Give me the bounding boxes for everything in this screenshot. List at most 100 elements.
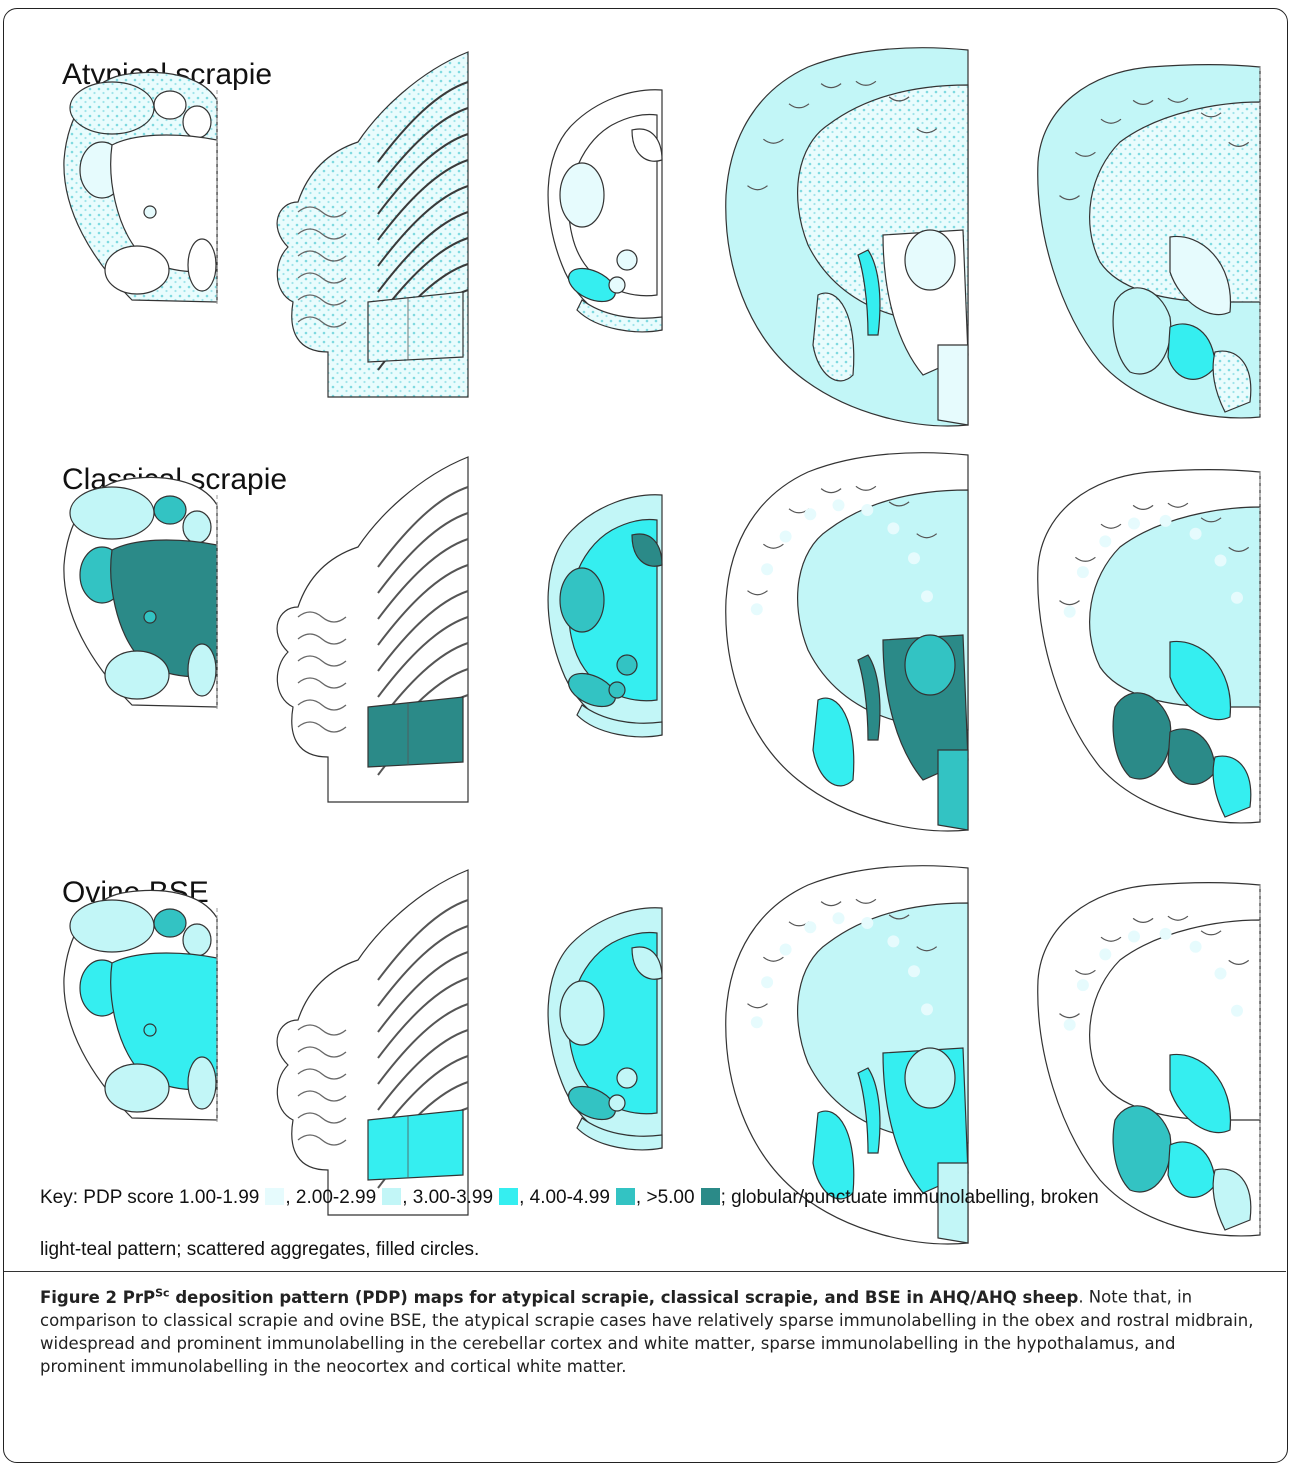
aggregate-dot-3 <box>804 921 817 934</box>
frontal-sulcus-4 <box>1167 502 1189 508</box>
cortex-sulcus-6 <box>916 946 938 952</box>
aggregate-dot-2 <box>779 530 792 543</box>
cerebellum-folium-1 <box>377 107 469 189</box>
thalamus-section-map <box>725 47 969 427</box>
frontal-sulcus-6 <box>1228 959 1250 965</box>
frontal-sulcus-5 <box>1200 517 1222 523</box>
key-label-4: >5.00 <box>646 1187 695 1208</box>
frontal-aggregate-dot-1 <box>1076 566 1089 579</box>
frontal-aggregate-dot-7 <box>1231 1004 1243 1017</box>
cerebellum-folium-2 <box>377 538 469 620</box>
frontal-aggregate-dot-3 <box>1128 517 1140 530</box>
cortex-sulcus-1 <box>763 956 784 962</box>
cerebellum-folium-3 <box>377 564 469 646</box>
obex-central-region <box>110 134 218 273</box>
cerebellum-lobule-3 <box>297 272 347 284</box>
aggregate-dot-0 <box>750 1016 763 1029</box>
midbrain-nucleus-d <box>616 1067 638 1089</box>
obex-dorsal-region <box>69 81 155 135</box>
cortex-sulcus-0 <box>747 185 768 191</box>
internal-capsule-region <box>857 249 881 336</box>
midbrain-nucleus-a <box>559 162 605 228</box>
cortex-sulcus-4 <box>855 898 877 904</box>
frontal-aggregate-dot-2 <box>1099 948 1112 961</box>
frontal-section-map <box>1037 469 1261 824</box>
obex-section-map <box>63 476 218 710</box>
putamen <box>1112 287 1172 375</box>
midbrain-nucleus-b <box>631 533 663 567</box>
midline-region <box>937 749 969 831</box>
obex-central-region <box>110 539 218 678</box>
obex-nucleus-1 <box>153 495 187 525</box>
cerebellum-lobule-4 <box>297 699 347 711</box>
frontal-aggregate-dot-6 <box>1214 554 1227 567</box>
cerebellum-folium-5 <box>377 616 469 698</box>
cerebellum-lobule-5 <box>297 1134 347 1146</box>
caption-title-sup: Sc <box>155 1286 170 1299</box>
cerebellum-folium-4 <box>377 185 469 267</box>
caudate-nucleus <box>1169 1053 1232 1134</box>
midbrain-ventral-band <box>576 704 663 738</box>
cerebellum-section-map <box>276 869 469 1216</box>
aggregate-dot-0 <box>750 603 763 616</box>
obex-ventral-region-2 <box>187 643 217 697</box>
midbrain-nucleus-d <box>616 249 638 271</box>
obex-nucleus-1 <box>153 908 187 938</box>
frontal-sulcus-0 <box>1059 1013 1080 1019</box>
frontal-sulcus-1 <box>1075 151 1096 157</box>
thalamus-nucleus-round <box>904 1047 956 1109</box>
thalamus-section-map <box>725 452 969 832</box>
cerebellar-nuclei <box>367 291 464 363</box>
cerebellum-lobule-2 <box>297 655 347 667</box>
cortex-sulcus-5 <box>888 914 910 920</box>
cerebellum-folium-4 <box>377 1003 469 1085</box>
obex-central-region <box>110 952 218 1091</box>
cerebellum-lobule-1 <box>297 1046 347 1058</box>
thalamus-nucleus-round <box>904 634 956 696</box>
midline-region <box>937 344 969 426</box>
aggregate-dot-4 <box>832 499 845 512</box>
obex-ventral-region-1 <box>104 650 170 700</box>
cerebellum-folium-3 <box>377 159 469 241</box>
aggregate-dot-1 <box>761 563 774 576</box>
cerebellum-folium-0 <box>377 81 469 163</box>
aggregate-dot-4 <box>832 912 845 925</box>
cortex-sulcus-0 <box>747 590 768 596</box>
cortex-sulcus-4 <box>855 485 877 491</box>
cerebellum-lobule-0 <box>297 611 347 623</box>
frontal-sulcus-6 <box>1228 546 1250 552</box>
key-swatch-1 <box>382 1188 402 1205</box>
frontal-aggregate-dot-1 <box>1076 979 1089 992</box>
internal-capsule-region <box>857 1067 881 1154</box>
cerebellum-folium-0 <box>377 486 469 568</box>
obex-ventral-region-2 <box>187 238 217 292</box>
aggregate-dot-6 <box>887 935 900 948</box>
caption-label: Figure 2 <box>40 1287 118 1307</box>
midbrain-nucleus-a <box>559 980 605 1046</box>
cerebellum-lobule-2 <box>297 250 347 262</box>
cortex-sulcus-5 <box>888 96 910 102</box>
key-prefix: Key: PDP score <box>40 1187 174 1208</box>
frontal-sulcus-6 <box>1228 141 1250 147</box>
cerebellum-folium-5 <box>377 211 469 293</box>
caption-body: . Note that, in comparison to classical … <box>40 1287 1254 1376</box>
key-text-line1: globular/punctuate immunolabelling, brok… <box>731 1187 1099 1208</box>
obex-nucleus-1 <box>153 90 187 120</box>
key-swatch-2 <box>499 1188 519 1205</box>
midbrain-nucleus-c <box>567 672 617 708</box>
cortex-sulcus-1 <box>763 543 784 549</box>
cortex-sulcus-0 <box>747 1003 768 1009</box>
frontal-sulcus-1 <box>1075 556 1096 562</box>
obex-dorsal-region <box>69 899 155 953</box>
aggregate-dot-7 <box>908 552 920 565</box>
cerebellum-lobule-0 <box>297 1024 347 1036</box>
frontal-sulcus-3 <box>1132 504 1154 510</box>
aggregate-dot-6 <box>887 522 900 535</box>
cerebellum-folium-1 <box>377 512 469 594</box>
cerebellum-section-map <box>276 51 469 398</box>
midbrain-section-map <box>547 907 663 1151</box>
cerebellum-lobule-3 <box>297 1090 347 1102</box>
cerebellum-lobule-0 <box>297 206 347 218</box>
key-sep-4: ; <box>720 1187 732 1208</box>
cortex-sulcus-3 <box>820 488 842 494</box>
